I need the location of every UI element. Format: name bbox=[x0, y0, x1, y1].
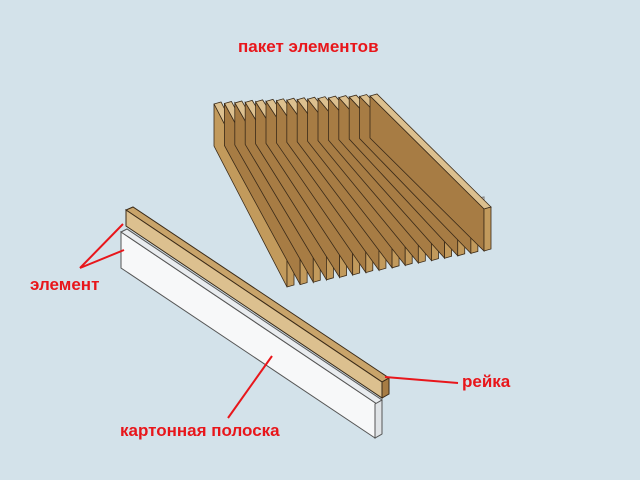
element-leader-line-upper bbox=[79, 223, 124, 269]
element-pack-label: пакет элементов bbox=[238, 37, 379, 56]
cardboard-strip-leader-line bbox=[227, 355, 273, 419]
pack-slat-end bbox=[483, 206, 492, 252]
element-leader-line-lower bbox=[79, 249, 125, 269]
rail-label: рейка bbox=[462, 372, 511, 391]
rail-leader-line bbox=[384, 376, 459, 384]
rail-end-face bbox=[381, 377, 390, 399]
cardboard-strip-label: картонная полоска bbox=[120, 421, 280, 440]
element-label: элемент bbox=[30, 275, 100, 294]
leader-lines bbox=[79, 223, 459, 419]
single-element bbox=[120, 206, 390, 439]
cardboard-strip-end bbox=[374, 399, 383, 439]
element-pack bbox=[213, 93, 492, 288]
